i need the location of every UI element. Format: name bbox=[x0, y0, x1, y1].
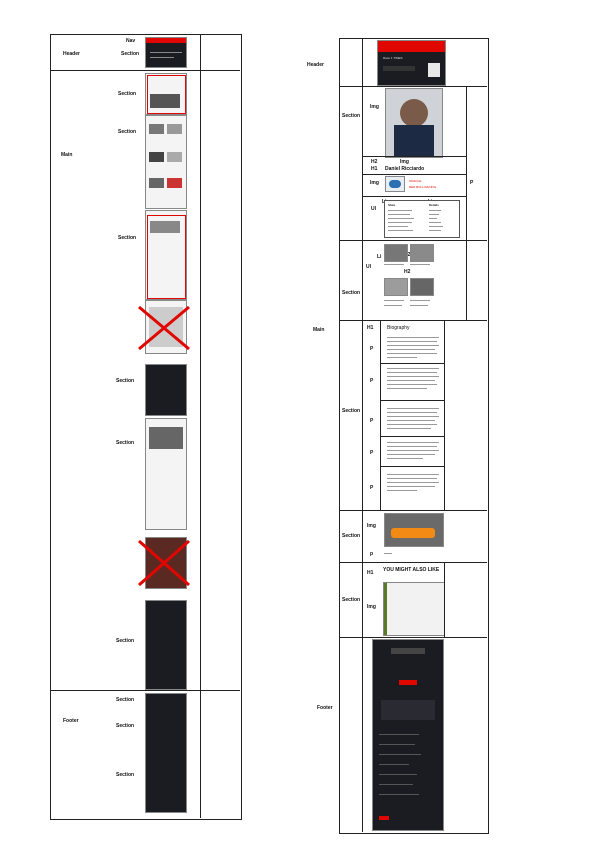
right-might-like-border bbox=[444, 562, 445, 637]
right-p-label-4: P bbox=[370, 418, 374, 424]
right-helmet-underline bbox=[362, 196, 466, 197]
right-header-shot: Race 1 TIMES bbox=[377, 40, 446, 86]
right-section-label-5: Section bbox=[342, 597, 361, 603]
right-list-header-right: Details bbox=[429, 203, 439, 207]
left-main-label: Main bbox=[61, 152, 73, 158]
right-section-label-1: Section bbox=[342, 113, 361, 119]
right-footer-shot bbox=[372, 639, 444, 831]
right-section-3-bottom bbox=[339, 510, 487, 511]
right-img-label-2: Img bbox=[400, 159, 409, 165]
left-header-shot bbox=[145, 37, 187, 68]
right-ul-label-2: Ul bbox=[366, 264, 371, 270]
right-divider-right bbox=[466, 86, 467, 320]
left-footer-label: Footer bbox=[63, 718, 79, 724]
right-biography-heading: Biography bbox=[387, 325, 410, 331]
left-section-label-1: Section bbox=[118, 91, 137, 97]
right-portrait-underline bbox=[362, 156, 466, 157]
right-might-like-img bbox=[383, 582, 445, 636]
right-p-label-5: P bbox=[370, 450, 374, 456]
right-header-separator bbox=[339, 86, 487, 87]
left-cross-mark-2 bbox=[138, 539, 190, 587]
right-bio-divider bbox=[380, 320, 381, 510]
left-section-label-2: Section bbox=[118, 129, 137, 135]
right-ul-label: Ul bbox=[371, 206, 376, 212]
left-nav-label: Nav bbox=[126, 38, 136, 44]
left-main-shot-6 bbox=[145, 600, 187, 690]
right-divider-left bbox=[362, 38, 363, 832]
right-driver-name: Daniel Ricciardo bbox=[385, 166, 425, 172]
left-main-shot-4 bbox=[145, 364, 187, 416]
left-cross-mark-1 bbox=[138, 305, 190, 351]
left-footer-section-label-1: Section bbox=[116, 697, 135, 703]
right-h1-label-3: H1 bbox=[367, 570, 374, 576]
right-related-img-2 bbox=[410, 244, 434, 262]
left-section-label-3: Section bbox=[118, 235, 137, 241]
left-main-separator bbox=[50, 690, 240, 691]
right-img-label-3: Img bbox=[370, 180, 379, 186]
left-header-separator bbox=[50, 70, 240, 71]
left-header-section-label: Section bbox=[121, 51, 140, 57]
left-main-shot-3 bbox=[145, 210, 187, 300]
right-img-label-4: Img bbox=[367, 523, 376, 529]
right-h1-label-1: H1 bbox=[371, 166, 378, 172]
right-p-label-3: P bbox=[370, 378, 374, 384]
right-h2-label-1: H2 bbox=[371, 159, 378, 165]
left-section-label-4: Section bbox=[116, 378, 135, 384]
right-stats-list: Stats Details bbox=[384, 200, 460, 238]
right-p-label-6: P bbox=[370, 485, 374, 491]
right-p-label-1: P bbox=[470, 180, 474, 186]
right-related-img-1 bbox=[384, 244, 408, 262]
right-main-label: Main bbox=[313, 327, 325, 333]
right-section-label-4: Section bbox=[342, 533, 361, 539]
left-main-shot-1 bbox=[145, 73, 187, 115]
right-h1-label-2: H1 bbox=[367, 325, 374, 331]
right-p-label-7: p bbox=[370, 551, 374, 557]
right-might-also-like: YOU MIGHT ALSO LIKE bbox=[383, 567, 440, 573]
right-name-underline bbox=[362, 174, 466, 175]
left-footer-shot bbox=[145, 693, 187, 813]
left-header-label: Header bbox=[63, 51, 80, 57]
left-section-label-5: Section bbox=[116, 440, 135, 446]
left-divider bbox=[200, 34, 201, 818]
left-main-shot-2 bbox=[145, 115, 187, 209]
left-section-label-6: Section bbox=[116, 638, 135, 644]
right-img-label-1: Img bbox=[370, 104, 379, 110]
right-h3-label-2: H2 bbox=[404, 269, 411, 275]
right-section-1-bottom bbox=[339, 240, 487, 241]
right-section-2-bottom bbox=[339, 320, 487, 321]
right-footer-label: Footer bbox=[317, 705, 333, 711]
right-helmet-img bbox=[385, 176, 405, 192]
right-section-label-3: Section bbox=[342, 408, 361, 414]
right-main-separator bbox=[339, 637, 487, 638]
right-bio-right-border bbox=[444, 320, 445, 510]
right-car-img bbox=[384, 513, 444, 547]
right-driver-portrait bbox=[385, 88, 443, 158]
left-footer-section-label-3: Section bbox=[116, 772, 135, 778]
right-section-4-bottom bbox=[339, 562, 487, 563]
right-p-label-2: P bbox=[370, 346, 374, 352]
right-list-header-left: Stats bbox=[388, 203, 396, 207]
left-main-shot-5 bbox=[145, 418, 187, 530]
right-sponsor-text-1: ORACLE bbox=[409, 179, 422, 183]
left-footer-section-label-2: Section bbox=[116, 723, 135, 729]
right-sponsor-text-2: RED BULL RACING bbox=[409, 185, 437, 189]
right-section-label-2: Section bbox=[342, 290, 361, 296]
right-li-label-4: Li bbox=[377, 254, 382, 260]
right-related-img-3 bbox=[384, 278, 408, 296]
right-img-label-5: Img bbox=[367, 604, 376, 610]
right-countdown-label: Race 1 TIMES bbox=[383, 56, 403, 60]
right-header-label: Header bbox=[307, 62, 324, 68]
right-related-img-4 bbox=[410, 278, 434, 296]
